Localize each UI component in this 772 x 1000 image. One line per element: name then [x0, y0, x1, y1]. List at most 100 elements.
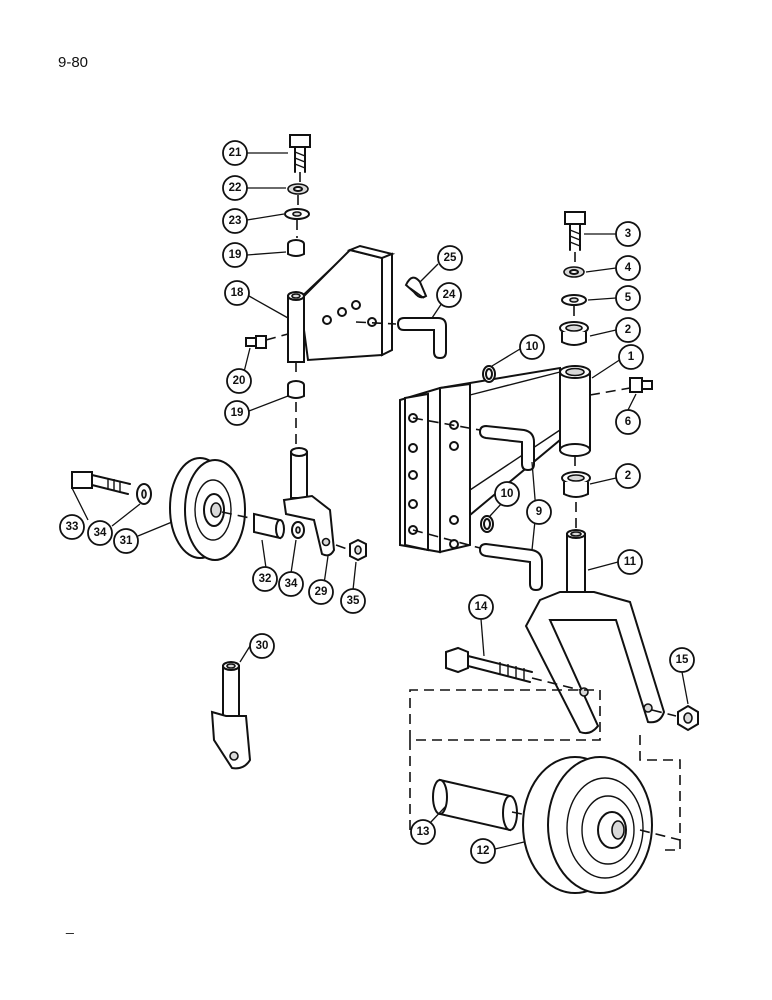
lock-washer-4-drawing	[563, 266, 585, 278]
callout-35-label: 35	[347, 595, 360, 607]
spacer-13-drawing	[432, 778, 518, 832]
callout-4: 4	[615, 255, 641, 281]
bushing-19-upper-drawing	[287, 239, 305, 257]
caster-fork-11-drawing	[524, 529, 666, 735]
wheel-group-frame-right	[639, 735, 681, 851]
callout-5: 5	[615, 285, 641, 311]
bushing-19-lower-drawing	[287, 380, 305, 399]
nut-35-drawing	[349, 538, 367, 562]
callout-5-label: 5	[625, 292, 632, 304]
callout-2-upper: 2	[615, 317, 641, 343]
ring-10-upper-drawing	[482, 365, 496, 383]
washer-34-right-drawing	[291, 521, 305, 539]
callout-11: 11	[617, 549, 643, 575]
callout-19-upper: 19	[222, 242, 248, 268]
wheel-12-drawing	[522, 756, 653, 894]
callout-13-label: 13	[417, 826, 430, 838]
callout-14: 14	[468, 594, 494, 620]
callout-32: 32	[252, 566, 278, 592]
callout-19-upper-label: 19	[229, 249, 242, 261]
callout-14-label: 14	[475, 601, 488, 613]
bolt-14-drawing	[445, 646, 533, 683]
pin-9-lower-drawing	[478, 542, 543, 592]
callout-13: 13	[410, 819, 436, 845]
callout-10-lower-label: 10	[501, 488, 514, 500]
callout-2-upper-label: 2	[625, 324, 631, 336]
callout-34-right-label: 34	[285, 578, 298, 590]
callout-29: 29	[308, 579, 334, 605]
callout-15: 15	[669, 647, 695, 673]
callout-25-label: 25	[444, 252, 457, 264]
washer-34-left-drawing	[136, 483, 152, 505]
callout-23-label: 23	[229, 215, 242, 227]
callout-24-label: 24	[443, 289, 456, 301]
ring-10-lower-drawing	[480, 515, 494, 533]
callout-22: 22	[222, 175, 248, 201]
callout-30-label: 30	[256, 640, 269, 652]
callout-15-label: 15	[676, 654, 689, 666]
callout-30: 30	[249, 633, 275, 659]
bolt-3-drawing	[564, 211, 586, 251]
callout-22-label: 22	[229, 182, 242, 194]
callout-23: 23	[222, 208, 248, 234]
callout-21-label: 21	[229, 147, 242, 159]
callout-11-label: 11	[624, 556, 637, 568]
callout-3: 3	[615, 221, 641, 247]
bushing-2-upper-drawing	[559, 321, 589, 346]
callout-1-label: 1	[628, 351, 635, 363]
lock-washer-22-drawing	[287, 183, 309, 195]
callout-19-lower: 19	[224, 400, 250, 426]
callout-10-lower: 10	[494, 481, 520, 507]
spindle-29-drawing	[282, 447, 336, 557]
grease-fitting-20-drawing	[245, 333, 289, 349]
callout-34-left: 34	[87, 520, 113, 546]
footer-mark: _	[66, 918, 74, 934]
callout-25: 25	[437, 245, 463, 271]
callout-9: 9	[526, 499, 552, 525]
bolt-21-drawing	[289, 134, 311, 173]
washer-23-drawing	[284, 208, 310, 220]
callout-12-label: 12	[477, 845, 490, 857]
callout-29-label: 29	[315, 586, 328, 598]
callout-6: 6	[615, 409, 641, 435]
callout-6-label: 6	[625, 416, 631, 428]
pin-24-drawing	[355, 317, 447, 360]
callout-2-lower-label: 2	[625, 470, 631, 482]
callout-4-label: 4	[625, 262, 632, 274]
hair-pin-25-drawing	[404, 276, 428, 299]
callout-34-left-label: 34	[94, 527, 107, 539]
spindle-30-drawing	[210, 661, 252, 770]
washer-5-drawing	[561, 294, 587, 306]
callout-33: 33	[59, 514, 85, 540]
spacer-32-drawing	[253, 512, 285, 540]
pin-9-upper-drawing	[478, 424, 535, 472]
nut-15-drawing	[677, 704, 699, 732]
callout-35: 35	[340, 588, 366, 614]
bushing-2-lower-drawing	[561, 471, 591, 498]
page-number: 9-80	[58, 54, 89, 71]
pivot-bracket-18-drawing	[287, 244, 396, 363]
callout-31-label: 31	[120, 535, 133, 547]
grease-fitting-6-drawing	[629, 377, 653, 393]
callout-1: 1	[618, 344, 644, 370]
callout-12: 12	[470, 838, 496, 864]
callout-20-label: 20	[233, 375, 246, 387]
mount-bracket-1-drawing	[399, 365, 591, 554]
bolt-33-drawing	[71, 471, 131, 495]
callout-18-label: 18	[231, 287, 244, 299]
callout-20: 20	[226, 368, 252, 394]
callout-10-upper-label: 10	[526, 341, 539, 353]
callout-2-lower: 2	[615, 463, 641, 489]
callout-9-label: 9	[536, 506, 542, 518]
callout-34-right: 34	[278, 571, 304, 597]
callout-31: 31	[113, 528, 139, 554]
callout-19-lower-label: 19	[231, 407, 244, 419]
wheel-31-drawing	[169, 457, 246, 561]
callout-21: 21	[222, 140, 248, 166]
callout-33-label: 33	[66, 521, 79, 533]
callout-32-label: 32	[259, 573, 272, 585]
callout-3-label: 3	[625, 228, 631, 240]
callout-18: 18	[224, 280, 250, 306]
